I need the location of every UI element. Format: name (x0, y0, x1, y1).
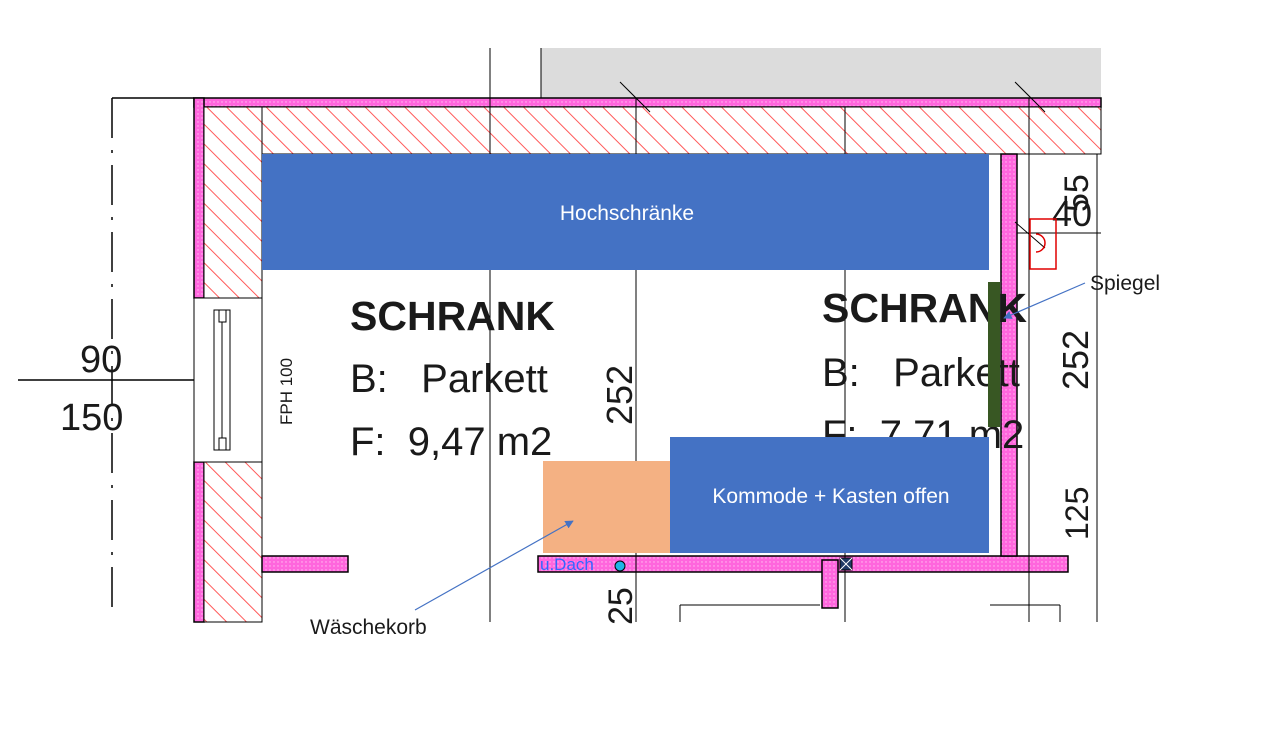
pipe-marker (614, 560, 626, 572)
dim-right-top-a: 55 (1058, 174, 1096, 212)
mirror (988, 282, 1000, 427)
tall-cabinets-label: Hochschränke (560, 202, 694, 225)
interior-walls (261, 153, 1069, 609)
window (193, 297, 263, 463)
laundry-callout-label: Wäschekorb (310, 616, 427, 639)
dim-left-top: 90 (80, 339, 122, 381)
fph-label: FPH 100 (277, 358, 296, 425)
dim-vertical-right: 252 (1055, 330, 1096, 390)
construction-lines (489, 48, 1101, 622)
dim-left-bottom: 150 (60, 397, 123, 439)
room1-name: SCHRANK (350, 293, 555, 339)
dim-bottom-small: 25 (602, 587, 640, 625)
dresser-box (670, 437, 989, 553)
room1-floor: B: Parkett (350, 357, 548, 401)
dim-vertical-left: 252 (599, 365, 640, 425)
mirror-callout-line (1003, 282, 1086, 319)
fixture-symbol (1029, 218, 1057, 270)
dim-right-mid: 125 (1059, 487, 1095, 540)
plan-note: u.Dach (540, 555, 594, 574)
dresser-label: Kommode + Kasten offen (712, 485, 949, 508)
mirror-callout-label: Spiegel (1090, 272, 1160, 295)
dim-right-top-b: 40 (1052, 193, 1092, 234)
room2-floor: B: Parkett (822, 351, 1020, 395)
grey-area (541, 48, 1101, 98)
tall-cabinets-box (262, 154, 989, 270)
laundry-basket-box (543, 461, 670, 553)
room1-area: F: 9,47 m2 (350, 420, 552, 464)
column-marker (839, 557, 853, 571)
left-dimension-lines (18, 97, 194, 610)
exterior-walls (193, 97, 1102, 623)
laundry-callout-line (414, 520, 574, 611)
